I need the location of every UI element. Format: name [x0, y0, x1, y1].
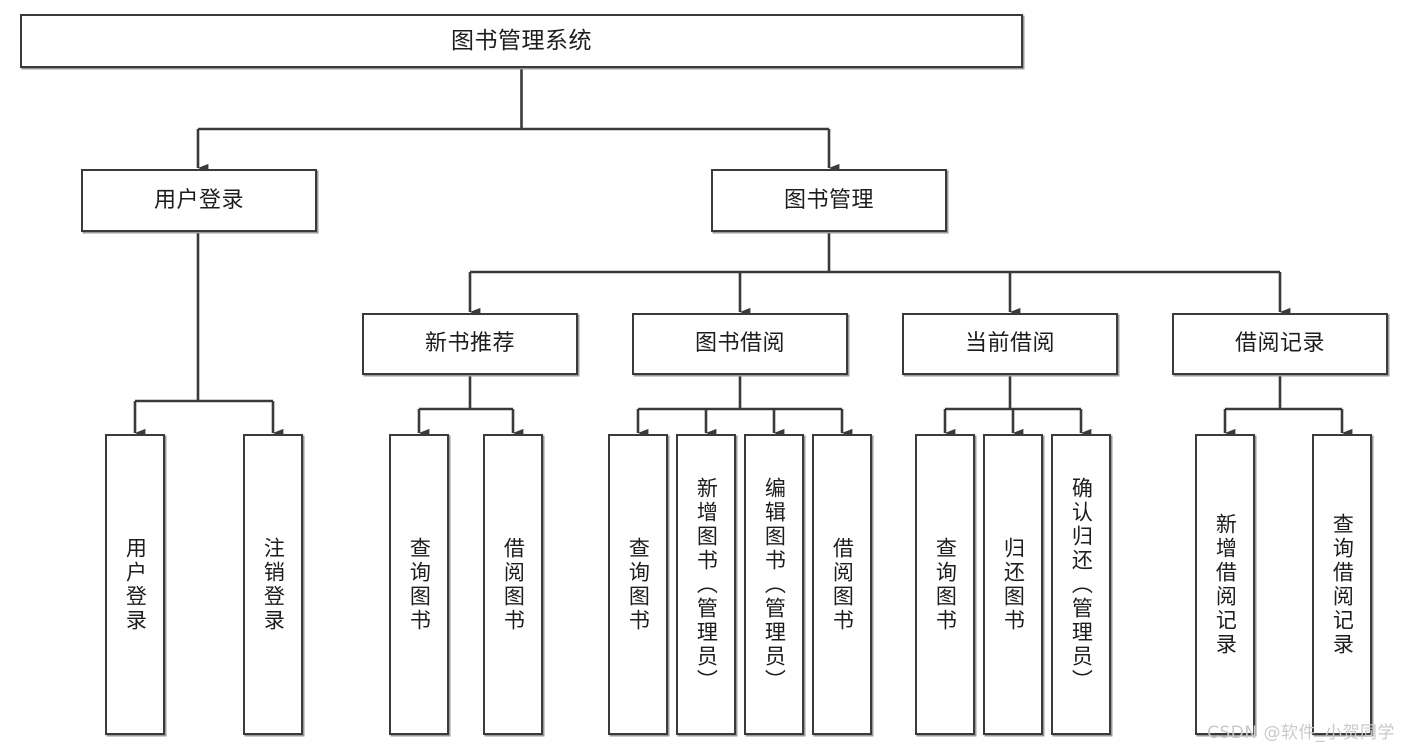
node-leaf-logout-login[interactable]: 注销登录: [243, 434, 303, 735]
node-leaf-confirm-return-admin[interactable]: 确认归还（管理员）: [1051, 434, 1111, 735]
node-leaf-confirm-return-admin-label: 确认归还（管理员）: [1069, 476, 1094, 693]
node-leaf-return-book[interactable]: 归还图书: [983, 434, 1043, 735]
node-borrow-record-label: 借阅记录: [1234, 331, 1325, 357]
node-root-label: 图书管理系统: [451, 27, 592, 54]
node-borrow-record[interactable]: 借阅记录: [1172, 313, 1388, 375]
node-leaf-query-book-1-label: 查询图书: [407, 536, 432, 633]
node-book-borrow[interactable]: 图书借阅: [632, 313, 848, 375]
node-book-management-label: 图书管理: [783, 187, 874, 213]
watermark-text: CSDN @软件_小贺同学: [1207, 723, 1395, 743]
node-leaf-query-book-3[interactable]: 查询图书: [915, 434, 975, 735]
node-new-book-recommend[interactable]: 新书推荐: [362, 313, 578, 375]
node-leaf-edit-book-admin-label: 编辑图书（管理员）: [762, 476, 787, 693]
node-new-book-recommend-label: 新书推荐: [424, 331, 515, 357]
node-leaf-logout-login-label: 注销登录: [261, 536, 286, 633]
node-leaf-query-book-2-label: 查询图书: [626, 536, 651, 633]
node-book-borrow-label: 图书借阅: [694, 331, 785, 357]
node-leaf-borrow-book-2[interactable]: 借阅图书: [812, 434, 872, 735]
node-leaf-query-book-3-label: 查询图书: [933, 536, 958, 633]
node-leaf-user-login[interactable]: 用户登录: [105, 434, 165, 735]
node-current-borrow-label: 当前借阅: [964, 331, 1055, 357]
node-leaf-edit-book-admin[interactable]: 编辑图书（管理员）: [744, 434, 804, 735]
node-root[interactable]: 图书管理系统: [20, 14, 1023, 68]
node-leaf-query-borrow-record-label: 查询借阅记录: [1330, 512, 1355, 657]
node-user-login-label: 用户登录: [153, 187, 244, 213]
node-user-login[interactable]: 用户登录: [81, 169, 317, 232]
node-leaf-add-borrow-record-label: 新增借阅记录: [1213, 512, 1238, 657]
node-leaf-user-login-label: 用户登录: [123, 536, 148, 633]
node-leaf-borrow-book-1-label: 借阅图书: [501, 536, 526, 633]
node-leaf-query-borrow-record[interactable]: 查询借阅记录: [1312, 434, 1372, 735]
node-leaf-borrow-book-2-label: 借阅图书: [830, 536, 855, 633]
node-leaf-add-borrow-record[interactable]: 新增借阅记录: [1195, 434, 1255, 735]
node-leaf-borrow-book-1[interactable]: 借阅图书: [483, 434, 543, 735]
node-leaf-query-book-2[interactable]: 查询图书: [608, 434, 668, 735]
node-leaf-add-book-admin[interactable]: 新增图书（管理员）: [676, 434, 736, 735]
node-current-borrow[interactable]: 当前借阅: [902, 313, 1118, 375]
node-book-management[interactable]: 图书管理: [711, 169, 947, 232]
node-leaf-query-book-1[interactable]: 查询图书: [389, 434, 449, 735]
node-leaf-add-book-admin-label: 新增图书（管理员）: [694, 476, 719, 693]
node-leaf-return-book-label: 归还图书: [1001, 536, 1026, 633]
